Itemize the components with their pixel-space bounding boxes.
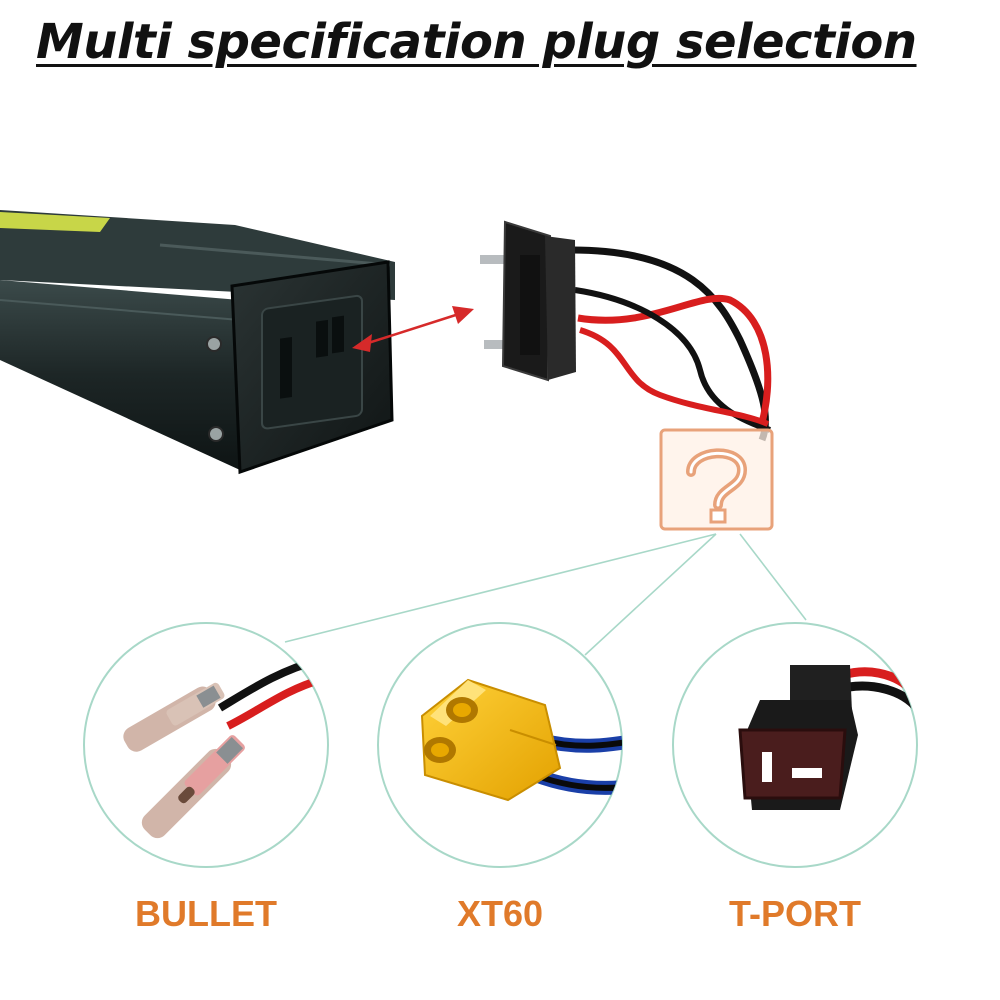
option-label-xt60: XT60 (456, 893, 544, 934)
battery-end-cap (206, 260, 394, 475)
t-plug-connector-icon (672, 622, 918, 868)
arrow-icon (352, 306, 474, 352)
page-title: Multi specification plug selection (36, 14, 917, 70)
bullet-connector-icon (83, 622, 329, 868)
selection-lines (284, 533, 807, 656)
question-box (659, 428, 774, 531)
battery-socket-connector (480, 220, 576, 382)
option-label-t-port: T-PORT (729, 893, 861, 934)
socket-wires (571, 246, 772, 442)
xt60-connector-icon (377, 622, 623, 868)
option-label-bullet: BULLET (135, 893, 277, 934)
battery-pack (0, 210, 395, 475)
